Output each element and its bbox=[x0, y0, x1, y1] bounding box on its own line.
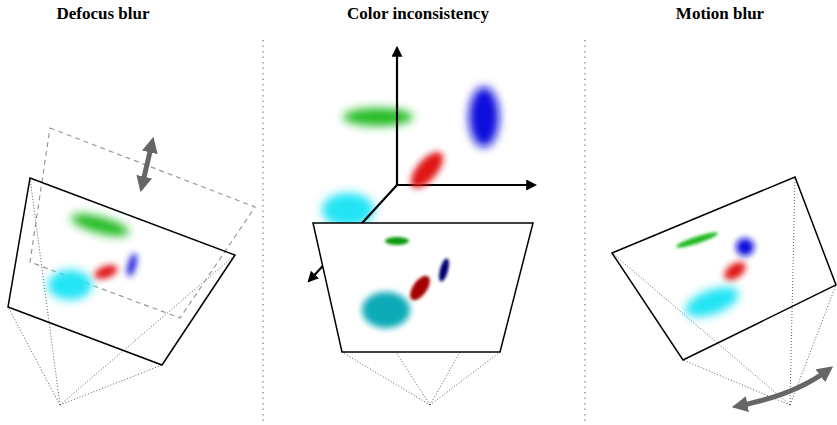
color-space-camera bbox=[309, 48, 535, 405]
panel-title: Motion blur bbox=[676, 4, 764, 24]
panel-title: Defocus blur bbox=[56, 4, 149, 24]
panel-title: Color inconsistency bbox=[347, 4, 489, 24]
separator bbox=[262, 40, 263, 425]
motion-camera bbox=[612, 177, 836, 406]
separator bbox=[584, 40, 585, 425]
defocus-camera bbox=[8, 128, 255, 405]
